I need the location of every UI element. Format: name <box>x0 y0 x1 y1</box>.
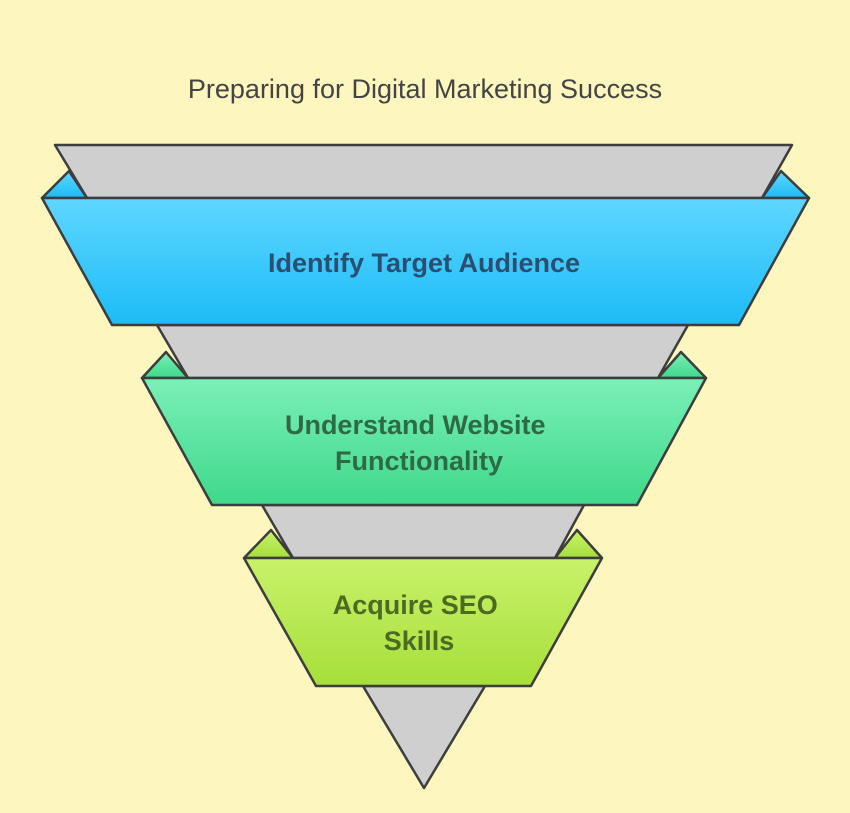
stage-3-band <box>242 556 604 688</box>
stage-2-label-line-2: Functionality <box>335 446 503 476</box>
stage-1-label: Identify Target Audience <box>268 248 580 278</box>
diagram-title: Preparing for Digital Marketing Success <box>187 74 663 104</box>
stage-1-band <box>40 196 811 327</box>
funnel-segment-2 <box>260 503 586 560</box>
stage-2-band <box>140 376 708 507</box>
funnel-segment-1 <box>155 323 690 380</box>
funnel-top-rim <box>53 143 794 200</box>
stage-1-label-line-1: Identify Target Audience <box>268 248 580 278</box>
stage-3-label-line-1: Acquire SEO <box>333 590 498 620</box>
stage-3-label: Acquire SEO Skills <box>333 590 506 656</box>
stage-2-label-line-1: Understand Website <box>285 410 546 440</box>
funnel-shapes <box>40 143 811 790</box>
funnel-tip <box>361 684 487 790</box>
stage-2-label: Understand Website Functionality <box>285 410 553 476</box>
stage-3-label-line-2: Skills <box>384 626 455 656</box>
